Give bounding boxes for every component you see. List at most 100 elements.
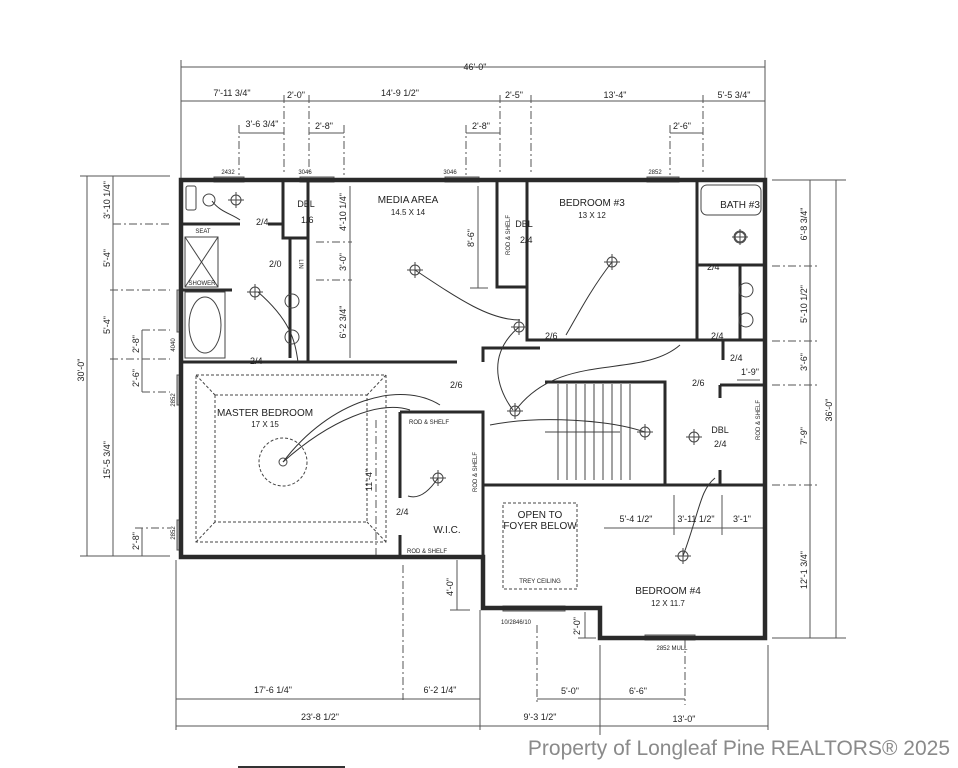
dim-label: 7'-11 3/4" [213,88,250,98]
trey-ceiling-label: TREY CEILING [519,579,561,585]
fixtures [184,184,762,487]
window-tag: 2852 [171,526,177,540]
bath-3-label: BATH #3 [720,200,760,211]
window-tags: 2432 3046 3046 2852 4040 2852 2852 10/28… [171,170,688,652]
rod-shelf-label: ROD & SHELF [756,400,762,440]
light-crosshair [228,192,244,208]
rod-shelf-label: ROD & SHELF [473,452,479,492]
light-crosshair [732,229,748,245]
dim-label: 6'-2 1/4" [424,685,457,695]
door-label: 2/4 [256,217,269,227]
dim-label: 7'-9" [799,427,809,445]
door-label: 2/4 [711,331,724,341]
linen-label: LIN [297,259,303,268]
door-label: 2/4 [707,262,720,272]
dim-label: 2'-8" [472,121,490,131]
light-crosshair [430,470,446,486]
light-crosshair [675,548,691,564]
dim-label: 5'-4" [102,316,112,334]
walls [178,177,768,641]
window-tag: 2852 [171,393,177,407]
dim-label: 2'-6" [673,121,691,131]
door-labels: 2/4 1/6 2/0 2/4 2/6 2/4 2/6 2/4 2/4 2/4 … [250,215,743,517]
door-label: 2/4 [730,353,743,363]
dim-label: 23'-8 1/2" [301,712,339,722]
dim-label: 15'-5 3/4" [102,441,112,479]
dim-label: 2'-0" [287,90,305,100]
dim-label: 3'-10 1/4" [102,181,112,219]
light-crosshair [511,319,527,335]
dim-label: 13'-0" [673,714,696,724]
door-label: 1/6 [301,215,314,225]
window-tag: 2852 [648,170,662,176]
dim-label: 5'-4" [102,249,112,267]
rod-shelf-label: ROD & SHELF [407,549,447,555]
dim-label: 17'-6 1/4" [254,685,292,695]
dbl-label-2: DBL [515,219,533,229]
dimension-lines [80,60,846,735]
bedroom-3-size: 13 X 12 [578,211,606,220]
bedroom-4-size: 12 X 11.7 [651,599,685,608]
shower-label: SHOWER [189,281,217,287]
dim-label: 6'-8 3/4" [799,208,809,241]
light-crosshair [507,403,523,419]
rod-shelf-label: ROD & SHELF [409,420,449,426]
dim-label: 5'-4 1/2" [620,514,653,524]
dim-label: 14'-9 1/2" [381,88,419,98]
dbl-label-3: DBL [711,425,729,435]
door-label: 2/4 [396,507,409,517]
dim-label: 3'-1" [733,514,751,524]
dbl-label-1: DBL [297,199,315,209]
stairs [545,384,631,480]
window-tag: 2432 [221,170,235,176]
dim-label: 8'-6" [466,229,476,247]
dim-label: 2'-5" [505,90,523,100]
window-tag: 2852 MULL [656,646,688,652]
wic-label: W.I.C. [433,525,460,536]
master-bedroom-size: 17 X 15 [251,420,279,429]
window-tag: 3046 [298,170,312,176]
dim-label: 4'-10 1/4" [338,193,348,231]
dim-label: 5'-5 3/4" [718,90,751,100]
master-bedroom-label: MASTER BEDROOM [217,408,313,419]
seat-label: SEAT [195,229,211,235]
bedroom-3-label: BEDROOM #3 [559,198,625,209]
dim-label: 3'-6 3/4" [246,119,279,129]
light-crosshair [407,262,423,278]
dim-label: 11'-4" [364,469,374,491]
dim-label: 2'-0" [572,617,582,635]
door-label: 2/4 [714,439,727,449]
watermark: Property of Longleaf Pine REALTORS® 2025 [528,737,950,760]
dim-label: 2'-8" [131,335,141,353]
bedroom-4-label: BEDROOM #4 [635,586,701,597]
light-crosshair [637,424,653,440]
dim-label: 12'-1 3/4" [799,551,809,589]
light-crosshair [604,254,620,270]
dimension-labels: 46'-0" 7'-11 3/4" 2'-0" 14'-9 1/2" 2'-5"… [76,62,834,724]
ceiling-outlines [195,374,578,590]
window-tag: 3046 [443,170,457,176]
dim-label: 3'-6" [799,353,809,371]
electrical-wiring [211,192,748,564]
door-label: 2/6 [450,380,463,390]
fixture-labels: SEAT SHOWER LIN DBL DBL DBL ROD & SHELF … [189,199,763,555]
dim-label: 5'-0" [561,686,579,696]
dim-label: 13'-4" [604,90,627,100]
media-area-size: 14.5 X 14 [391,208,426,217]
room-labels: MEDIA AREA 14.5 X 14 BEDROOM #3 13 X 12 … [217,195,760,608]
dim-label: 5'-10 1/2" [799,285,809,323]
door-label: 2/4 [250,356,263,366]
dim-label: 3'-11 1/2" [677,514,714,524]
light-crosshair [686,429,702,445]
window-tag: 4040 [171,338,177,352]
dim-label: 9'-3 1/2" [524,712,557,722]
dim-label: 4'-0" [445,578,455,596]
dim-label: 2'-8" [131,532,141,550]
dim-label: 6'-2 3/4" [338,306,348,339]
dim-label: 6'-6" [629,686,647,696]
dim-label: 1'-9" [741,367,759,377]
window-tag: 10/2846/10 [501,620,532,626]
dim-label: 46'-0" [464,62,487,72]
dim-label: 3'-0" [338,253,348,271]
light-crosshair [247,284,263,300]
